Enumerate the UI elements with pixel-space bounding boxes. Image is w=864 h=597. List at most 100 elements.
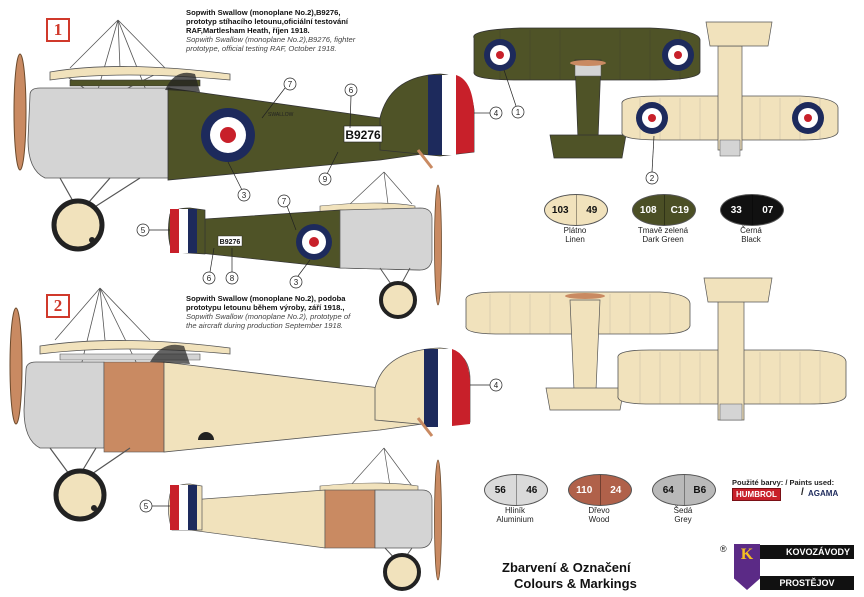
rudder-stripe-red-1 xyxy=(456,75,474,154)
callout-label: 7 xyxy=(282,197,287,206)
rudder-stripe-red-1s xyxy=(170,209,179,253)
callout-5-small xyxy=(136,223,170,237)
colour-swatch-oval: 33 07 xyxy=(720,194,784,226)
agama-logo: AGAMA xyxy=(808,489,839,498)
callout-3-large xyxy=(227,161,251,202)
brand-logo: ® KOVOZÁVODY K PROSTĚJOV xyxy=(720,544,860,592)
callout-1 xyxy=(503,69,525,119)
variant-2-top-view xyxy=(617,277,847,421)
callout-label: 8 xyxy=(230,274,235,283)
variant-1-badge: 1 xyxy=(46,18,70,42)
colour-code-b: 07 xyxy=(762,204,774,216)
colour-code-a: 64 xyxy=(653,475,685,505)
colour-code-a: 33 xyxy=(721,195,753,225)
callout-3-small xyxy=(289,259,311,289)
callout-2 xyxy=(645,135,659,185)
registered-mark: ® xyxy=(720,544,727,554)
colour-label-cz: Plátno xyxy=(563,226,587,235)
variant-2-caption-cz: Sopwith Swallow (monoplane No.2), podoba… xyxy=(186,294,346,312)
callout-label: 5 xyxy=(141,226,146,235)
colour-label-en: Wood xyxy=(588,515,610,524)
callout-6-large xyxy=(344,83,358,129)
variant-1-caption: Sopwith Swallow (monoplane No.2),B9276, … xyxy=(186,8,356,53)
wheel-1 xyxy=(51,198,105,252)
colour-label-cz: Hliník xyxy=(504,506,525,515)
colour-label-cz: Dřevo xyxy=(588,506,610,515)
colour-label-en: Linen xyxy=(565,235,585,244)
callout-label: 1 xyxy=(516,108,521,117)
callout-label: 4 xyxy=(494,109,499,118)
variant-2-caption: Sopwith Swallow (monoplane No.2), podoba… xyxy=(186,294,356,330)
variant-2-side-view-large xyxy=(9,287,471,522)
variant-1-under-view xyxy=(621,21,839,157)
colour-swatch-oval: 103 49 xyxy=(544,194,608,226)
callout-label: 6 xyxy=(207,274,212,283)
brand-k-letter: K xyxy=(740,546,754,563)
colour-swatch-oval: 56 46 xyxy=(484,474,548,506)
colour-swatch-oval: 64 B6 xyxy=(652,474,716,506)
callout-label: 5 xyxy=(144,502,149,511)
colour-code-b: 46 xyxy=(526,484,538,496)
brand-top-bar: KOVOZÁVODY xyxy=(734,545,854,559)
serial-text-1s: B9276 xyxy=(220,239,241,246)
colour-label-en: Dark Green xyxy=(642,235,684,244)
colour-label-cz: Tmavě zelená xyxy=(637,226,689,235)
variant-1-top-view xyxy=(473,27,701,159)
variant-2-side-view-small xyxy=(168,447,442,591)
colour-label-en: Grey xyxy=(674,515,692,524)
variant-2-caption-en: Sopwith Swallow (monoplane No.2), protot… xyxy=(186,312,351,330)
callout-6-small xyxy=(202,247,216,285)
paints-separator: / xyxy=(801,487,804,498)
serial-text-1: B9276 xyxy=(345,128,381,142)
wing-1 xyxy=(49,66,231,81)
callout-9-large xyxy=(318,151,339,186)
callout-label: 4 xyxy=(494,381,499,390)
fuselage-name-text-1: SWALLOW xyxy=(268,112,294,118)
callout-7-small xyxy=(277,194,297,231)
callout-4-large xyxy=(474,106,503,120)
callout-label: 3 xyxy=(242,191,247,200)
variant-2-under-view xyxy=(465,291,691,411)
colour-code-a: 56 xyxy=(485,475,517,505)
callout-4-v2 xyxy=(470,378,503,392)
callout-label: 2 xyxy=(650,174,655,183)
footer-title-en: Colours & Markings xyxy=(514,576,637,591)
callout-label: 3 xyxy=(294,278,299,287)
footer-title-cz: Zbarvení & Označení xyxy=(502,560,631,575)
variant-1-caption-cz: Sopwith Swallow (monoplane No.2),B9276, … xyxy=(186,8,349,35)
rudder-stripe-blue-1 xyxy=(428,75,442,155)
serial-box-1 xyxy=(343,125,383,143)
callout-label: 7 xyxy=(288,80,293,89)
variant-1-caption-en: Sopwith Swallow (monoplane No.2),B9276, … xyxy=(186,35,356,53)
colour-code-b: 49 xyxy=(586,204,598,216)
callout-label: 9 xyxy=(323,175,328,184)
colour-label-en: Black xyxy=(741,235,761,244)
colour-code-b: C19 xyxy=(670,204,689,216)
colour-label-en: Aluminium xyxy=(496,515,534,524)
brand-k-shield: K xyxy=(734,544,760,590)
colour-label-cz: Černá xyxy=(740,226,762,235)
propeller-1 xyxy=(13,53,27,171)
wheel-1s xyxy=(379,281,417,319)
colour-label-cz: Šedá xyxy=(673,506,693,515)
brand-bottom-bar: PROSTĚJOV xyxy=(760,576,854,590)
callout-7-large xyxy=(261,77,297,119)
paints-used-label: Použité barvy: / Paints used: xyxy=(732,478,835,487)
colour-code-b: B6 xyxy=(693,484,707,496)
colour-code-b: 24 xyxy=(610,484,622,496)
colour-code-a: 103 xyxy=(545,195,577,225)
humbrol-logo: HUMBROL xyxy=(732,488,781,501)
callout-5-v2 xyxy=(139,499,170,513)
callout-8-small xyxy=(225,248,239,285)
